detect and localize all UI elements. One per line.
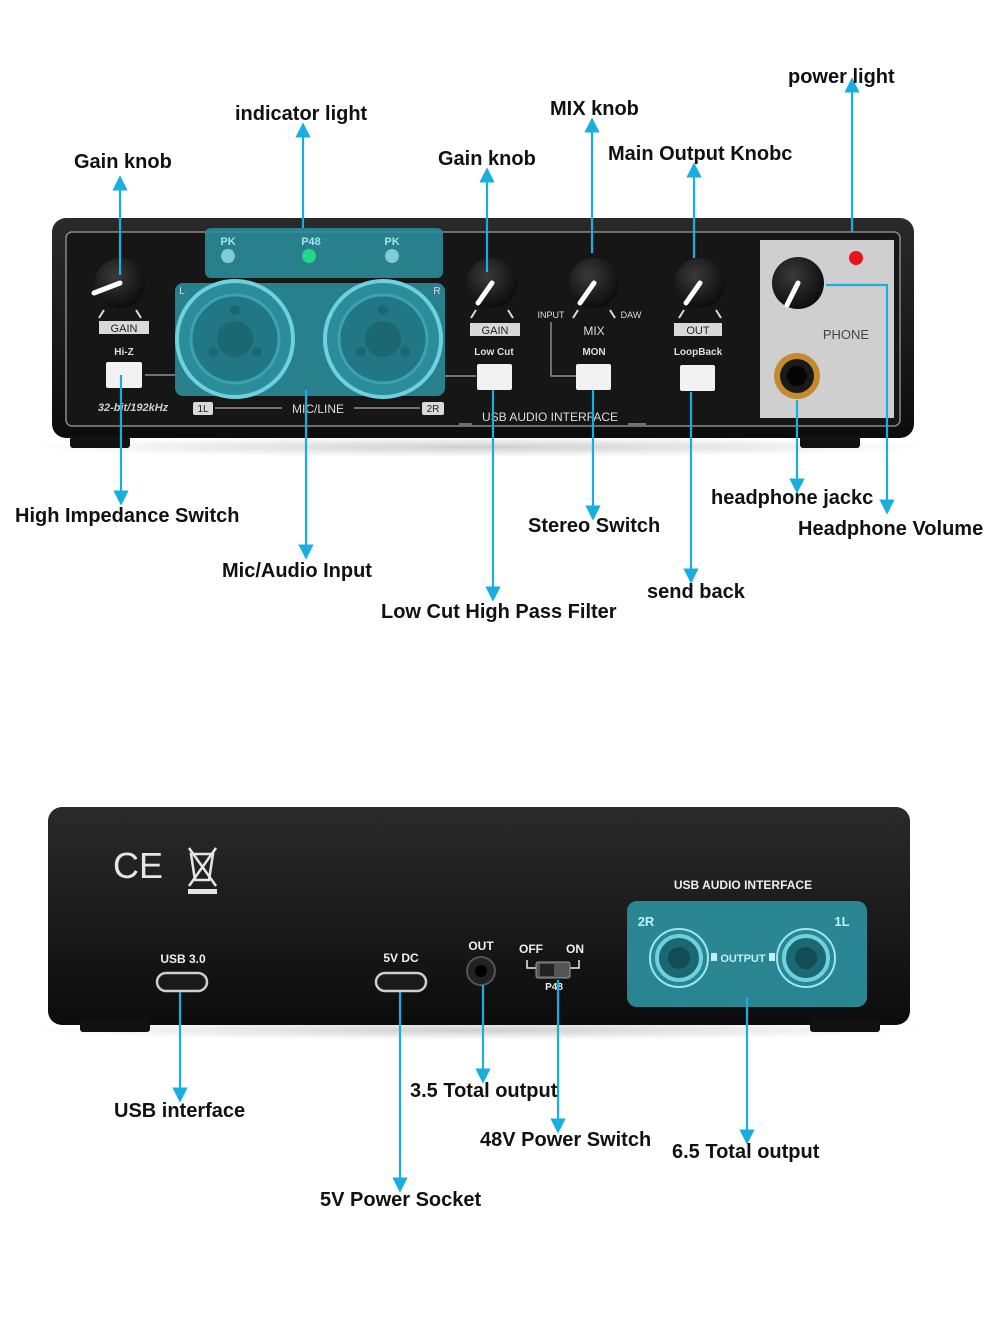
p48-label: P48 [301, 236, 321, 248]
out-label: OUT [686, 325, 710, 337]
daw-label: DAW [621, 310, 642, 320]
callout-mix-knob: MIX knob [550, 98, 639, 120]
pk-left-led [221, 249, 235, 263]
callout-headphone-volume: Headphone Volume [798, 518, 984, 540]
callout-power-light: power light [788, 66, 895, 88]
ch1-label: 1L [197, 404, 209, 415]
gain-left-label: GAIN [111, 323, 138, 335]
gain-right-label: GAIN [482, 325, 509, 337]
p48-back-label: P48 [545, 982, 563, 993]
callout-gain-knob-right: Gain knob [438, 148, 536, 170]
jack-35[interactable] [466, 956, 496, 986]
front-arrows [112, 77, 895, 602]
pk-right-led [385, 249, 399, 263]
back-usb-audio-label: USB AUDIO INTERFACE [674, 878, 812, 892]
loopback-button[interactable] [680, 365, 715, 391]
callout-indicator-light: indicator light [235, 103, 368, 125]
pk-left-label: PK [220, 236, 235, 248]
back-device: CE USB AUDIO INTERFACE USB 3.0 5V DC OUT… [23, 807, 933, 1040]
main-output-knob[interactable] [675, 258, 725, 319]
output-label: OUTPUT [720, 953, 766, 965]
dc5v-label: 5V DC [383, 951, 419, 965]
bitrate-label: 32-bit/192kHz [98, 402, 169, 414]
callout-low-cut-filter: Low Cut High Pass Filter [381, 601, 617, 623]
ch1-back-label: 1L [834, 914, 849, 929]
callout-65-output: 6.5 Total output [672, 1141, 820, 1163]
dc-port[interactable] [374, 971, 428, 993]
callout-stereo-switch: Stereo Switch [528, 515, 661, 537]
ch2-back-label: 2R [638, 914, 655, 929]
mix-label: MIX [583, 324, 604, 338]
headphone-volume-knob[interactable] [772, 257, 824, 309]
gain-knob-right[interactable] [467, 258, 517, 319]
ch2-label: 2R [427, 404, 440, 415]
front-usb-audio-label: USB AUDIO INTERFACE [482, 410, 618, 424]
loopback-label: LoopBack [674, 347, 723, 358]
on-label: ON [566, 942, 584, 956]
callout-5v-socket: 5V Power Socket [320, 1189, 482, 1211]
mon-label: MON [582, 347, 605, 358]
p48-led [302, 249, 316, 263]
callout-high-impedance-switch: High Impedance Switch [15, 505, 240, 527]
gain-knob-left[interactable] [91, 258, 145, 319]
usb30-label: USB 3.0 [160, 952, 206, 966]
indicator-panel [205, 228, 443, 278]
mix-knob[interactable] [569, 258, 619, 319]
hi-z-label: Hi-Z [114, 347, 133, 358]
callout-gain-knob-left: Gain knob [74, 151, 172, 173]
low-cut-label: Low Cut [474, 347, 514, 358]
r-label: R [433, 286, 440, 297]
usb-c-port[interactable] [155, 971, 209, 993]
input-label: INPUT [538, 310, 566, 320]
output-jack-2r[interactable] [649, 928, 709, 988]
mon-button[interactable] [576, 364, 611, 390]
callout-headphone-jack: headphone jackc [711, 487, 874, 509]
l-label: L [179, 286, 185, 297]
back-arrows [172, 980, 755, 1193]
weee-bin-icon [187, 847, 218, 894]
callout-usb-interface: USB interface [114, 1100, 246, 1122]
pk-right-label: PK [384, 236, 399, 248]
arrow-headphone-volume [826, 283, 895, 515]
phone-label: PHONE [823, 327, 870, 342]
headphone-jack[interactable] [774, 353, 820, 399]
output-jack-1l[interactable] [776, 928, 836, 988]
ce-mark: CE [113, 845, 163, 886]
hi-z-button[interactable] [106, 362, 142, 388]
combo-jack-1 [175, 279, 295, 399]
off-label: OFF [519, 942, 543, 956]
callout-send-back: send back [647, 581, 745, 603]
front-device: PK P48 PK L R [25, 218, 935, 457]
out-35-label: OUT [468, 939, 494, 953]
power-light [849, 251, 863, 265]
mic-line-label: MIC/LINE [292, 402, 344, 416]
callout-48v-switch: 48V Power Switch [480, 1129, 652, 1151]
low-cut-button[interactable] [477, 364, 512, 390]
combo-jack-2 [323, 279, 443, 399]
callout-35-output: 3.5 Total output [410, 1080, 558, 1102]
callout-main-output-knob: Main Output Knobc [608, 143, 793, 165]
callout-mic-audio-input: Mic/Audio Input [222, 560, 372, 582]
